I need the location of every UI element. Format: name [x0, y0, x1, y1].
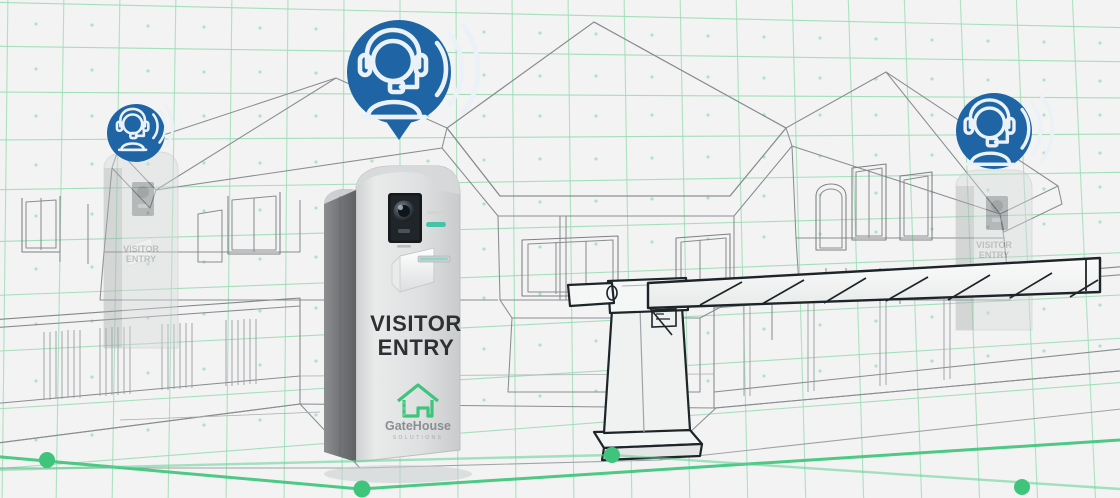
barrier-gate	[566, 256, 1102, 462]
ground-node-mid	[604, 447, 620, 463]
pin-right[interactable]	[956, 93, 1055, 169]
pin-left[interactable]	[107, 104, 175, 162]
led-indicator	[426, 222, 446, 227]
headset-operator-icon	[115, 104, 175, 152]
pin-center[interactable]	[347, 20, 481, 140]
left-bg-kiosk-label-line2: ENTRY	[126, 254, 156, 264]
left-background-kiosk: VISITOR ENTRY	[103, 151, 179, 349]
left-bg-kiosk-label-line1: VISITOR	[123, 244, 159, 254]
headset-operator-icon	[357, 22, 481, 120]
kiosk-brand-name: GateHouse	[385, 419, 451, 433]
barrier-gate-arm	[646, 256, 1102, 310]
right-background-kiosk: VISITOR ENTRY	[955, 169, 1033, 331]
ground-nodes	[39, 447, 1030, 498]
headset-operator-icon	[963, 94, 1055, 167]
kiosk-label-entry: ENTRY	[378, 335, 455, 360]
ground-node-left	[39, 452, 55, 468]
right-bg-kiosk-label-line2: ENTRY	[979, 250, 1009, 260]
ground-node-center	[353, 480, 371, 498]
kiosk-brand-tagline: SOLUTIONS	[393, 435, 444, 441]
house-blueprint	[0, 21, 1120, 469]
ground-node-right	[1014, 479, 1030, 495]
visitor-entry-kiosk[interactable]: VISITOR ENTRY GateHouse SOLUTIONS	[324, 165, 472, 483]
kiosk-label-visitor: VISITOR	[370, 311, 462, 336]
right-bg-kiosk-label-line1: VISITOR	[976, 240, 1012, 250]
house-outline-icon	[397, 383, 439, 418]
barrier-arm-stripes	[699, 272, 1099, 306]
